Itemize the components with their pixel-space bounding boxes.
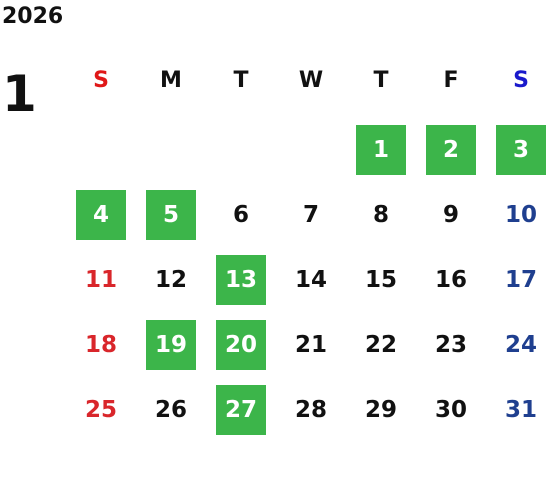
year-label: 2026 [2, 4, 64, 29]
day-cell[interactable]: 31 [504, 397, 537, 423]
day-cell[interactable]: 11 [84, 267, 117, 293]
day-cell[interactable]: 14 [294, 267, 327, 293]
day-cell-highlighted[interactable]: 27 [216, 385, 266, 435]
day-cell[interactable]: 18 [84, 332, 117, 358]
day-cell[interactable]: 28 [294, 397, 327, 423]
day-cell[interactable]: 22 [364, 332, 397, 358]
day-cell[interactable]: 23 [434, 332, 467, 358]
day-cell[interactable]: 26 [154, 397, 187, 423]
day-cell-highlighted[interactable]: 20 [216, 320, 266, 370]
day-cell[interactable]: 25 [84, 397, 117, 423]
day-cell-highlighted[interactable]: 19 [146, 320, 196, 370]
day-cell-highlighted[interactable]: 4 [76, 190, 126, 240]
day-cell[interactable]: 24 [504, 332, 537, 358]
weekday-header-friday: F [443, 68, 459, 93]
weekday-header-saturday: S [513, 68, 529, 93]
day-cell[interactable]: 17 [504, 267, 537, 293]
day-cell[interactable]: 9 [442, 202, 459, 228]
day-cell[interactable]: 16 [434, 267, 467, 293]
day-cell[interactable]: 30 [434, 397, 467, 423]
day-cell-highlighted[interactable]: 3 [496, 125, 546, 175]
day-cell-highlighted[interactable]: 13 [216, 255, 266, 305]
weekday-header-tuesday: T [233, 68, 249, 93]
day-cell[interactable]: 6 [232, 202, 249, 228]
month-number: 1 [2, 65, 37, 123]
day-cell-highlighted[interactable]: 1 [356, 125, 406, 175]
weekday-header-monday: M [160, 68, 182, 93]
weekday-header-wednesday: W [298, 68, 324, 93]
day-cell[interactable]: 29 [364, 397, 397, 423]
weekday-header-thursday: T [373, 68, 389, 93]
day-cell-highlighted[interactable]: 2 [426, 125, 476, 175]
day-cell[interactable]: 12 [154, 267, 187, 293]
day-cell[interactable]: 8 [372, 202, 389, 228]
day-cell[interactable]: 10 [504, 202, 537, 228]
day-cell[interactable]: 15 [364, 267, 397, 293]
day-cell[interactable]: 7 [302, 202, 319, 228]
weekday-header-sunday: S [93, 68, 109, 93]
day-cell[interactable]: 21 [294, 332, 327, 358]
day-cell-highlighted[interactable]: 5 [146, 190, 196, 240]
